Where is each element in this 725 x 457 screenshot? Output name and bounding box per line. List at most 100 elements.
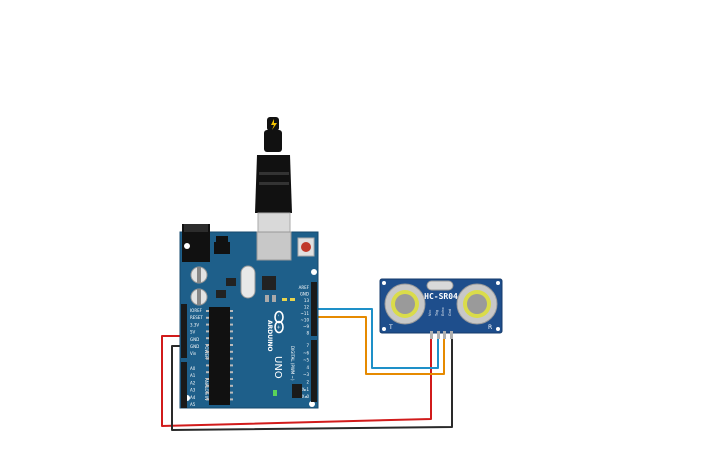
sensor-hole xyxy=(382,281,386,285)
pin-label: IOREF xyxy=(190,308,203,313)
sensor-pin-trig[interactable] xyxy=(437,331,440,339)
digital-header-bottom xyxy=(311,340,317,402)
atmega-chip-pins xyxy=(206,310,233,401)
chip-leg xyxy=(230,371,233,374)
crystal-oscillator xyxy=(240,265,256,299)
svg-text:+: + xyxy=(275,325,281,329)
chip-leg xyxy=(206,384,209,387)
receiver-transducer-icon xyxy=(456,283,498,325)
chip-leg xyxy=(230,384,233,387)
wire-echo[interactable] xyxy=(316,316,445,375)
capacitor-band xyxy=(197,267,201,283)
digital-header-top xyxy=(311,282,317,336)
chip-leg xyxy=(230,357,233,360)
led-l xyxy=(290,298,295,301)
pin-label: A4 xyxy=(190,395,196,400)
chip-leg xyxy=(230,310,233,312)
pin-label: GND xyxy=(190,344,199,349)
chip-leg xyxy=(206,391,209,394)
atmega328-chip xyxy=(209,307,230,405)
chip-leg xyxy=(206,364,209,367)
wire-gnd[interactable] xyxy=(171,338,453,431)
smd-component xyxy=(272,295,276,302)
pin-label: ~11 xyxy=(301,311,310,316)
pin-label: 5V xyxy=(190,330,196,335)
pin-label: GND xyxy=(190,337,199,342)
reset-button[interactable] xyxy=(301,242,311,252)
sensor-pin-echo[interactable] xyxy=(443,331,446,339)
pin-label: GND xyxy=(300,292,309,297)
voltage-regulator xyxy=(214,242,230,254)
sensor-pin-vcc[interactable] xyxy=(430,331,433,339)
chip-leg xyxy=(230,323,233,326)
chip-leg xyxy=(206,330,209,333)
arduino-model-label: UNO xyxy=(272,356,283,379)
chip-leg xyxy=(206,378,209,380)
chip-leg xyxy=(206,371,209,374)
sensor-model-label: HC-SR04 xyxy=(424,292,458,301)
power-header xyxy=(181,304,187,358)
dc-power-jack-top xyxy=(184,224,208,232)
chip-leg xyxy=(230,364,233,367)
mounting-hole xyxy=(309,401,315,407)
small-chip xyxy=(262,276,276,290)
led-on xyxy=(273,390,277,396)
mounting-hole xyxy=(311,269,317,275)
usb-plug-grip xyxy=(259,172,289,175)
arduino-infinity-logo-icon: - + xyxy=(274,310,284,334)
small-chip xyxy=(216,290,226,298)
arduino-brand-label: ARDUINO xyxy=(266,320,273,351)
pin-label: RESET xyxy=(190,315,203,320)
chip-leg xyxy=(230,391,233,394)
chip-leg xyxy=(206,323,209,326)
chip-leg xyxy=(206,310,209,312)
pin-label: 2 xyxy=(306,380,309,385)
usb-socket xyxy=(256,231,292,261)
sensor-t-label: T xyxy=(388,324,393,331)
pin-label: 7 xyxy=(306,343,309,348)
smd-component xyxy=(265,295,269,302)
pin-label: Vin xyxy=(190,351,197,356)
transmitter-transducer-icon xyxy=(384,283,426,325)
pin-label: AREF xyxy=(299,285,310,290)
wire-trig[interactable] xyxy=(316,308,439,369)
chip-leg xyxy=(206,344,209,346)
pin-label: A1 xyxy=(190,373,196,378)
sensor-hole xyxy=(496,281,500,285)
mounting-hole xyxy=(184,243,190,249)
chip-leg xyxy=(230,316,233,319)
sensor-crystal xyxy=(426,280,454,291)
wire-5v[interactable] xyxy=(161,335,432,427)
chip-leg xyxy=(230,378,233,380)
pin-label: 12 xyxy=(304,305,310,310)
sensor-r-label: R xyxy=(488,324,492,331)
led-tx xyxy=(282,298,287,301)
lightning-icon xyxy=(271,119,277,130)
small-chip xyxy=(226,278,236,286)
wires xyxy=(161,308,453,431)
pin-label: A3 xyxy=(190,388,196,393)
chip-leg xyxy=(206,350,209,353)
chip-leg xyxy=(230,344,233,346)
sensor-hole xyxy=(382,327,386,331)
chip-leg xyxy=(230,330,233,333)
usb-cable[interactable] xyxy=(255,117,292,240)
pin-label: 13 xyxy=(304,298,310,303)
chip-leg xyxy=(230,337,233,340)
chip-leg xyxy=(206,316,209,319)
sensor-pin-label: Echo xyxy=(441,308,445,317)
sensor-pin-gnd[interactable] xyxy=(450,331,453,339)
chip-leg xyxy=(230,398,233,401)
sensor-pin-label: Trig xyxy=(435,310,439,317)
analog-header xyxy=(181,362,187,408)
pin-label: ~3 xyxy=(303,372,309,377)
pin-label: ~9 xyxy=(303,324,309,329)
pin-label: A5 xyxy=(190,402,196,407)
pin-label: RX◂0 xyxy=(299,394,310,399)
